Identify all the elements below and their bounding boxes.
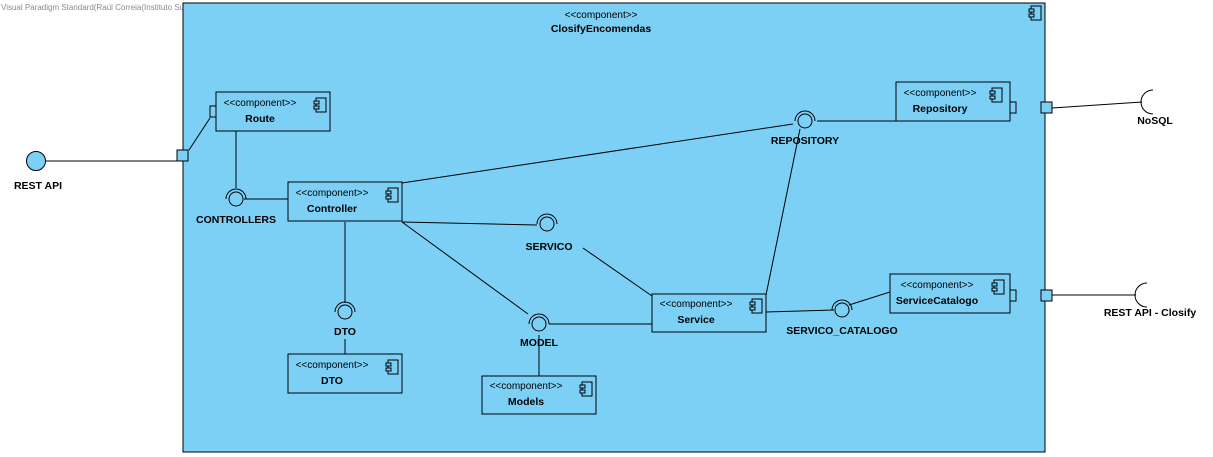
component-icon — [989, 87, 1003, 103]
rest-api-closify-label: REST API - Closify — [1104, 307, 1197, 319]
component-icon — [313, 97, 327, 113]
controller-name: Controller — [307, 203, 357, 215]
nosql-interface[interactable]: NoSQL — [1137, 89, 1173, 127]
model-interface[interactable]: MODEL — [520, 313, 559, 349]
component-icon — [579, 381, 593, 397]
models-name: Models — [508, 396, 544, 408]
servico-catalogo-label: SERVICO_CATALOGO — [786, 325, 897, 337]
repository-interface-label: REPOSITORY — [771, 135, 839, 147]
route-stereotype: <<component>> — [224, 98, 297, 109]
dto-component[interactable]: <<component>> DTO — [287, 353, 403, 394]
controllers-interface[interactable]: CONTROLLERS — [196, 188, 276, 226]
rest-api-interface[interactable]: REST API — [14, 151, 62, 193]
repository-stereotype: <<component>> — [904, 88, 977, 99]
dto-stereotype: <<component>> — [296, 360, 369, 371]
servico-interface[interactable]: SERVICO — [525, 213, 573, 253]
container-name: ClosifyEncomendas — [551, 23, 652, 35]
controller-stereotype: <<component>> — [296, 188, 369, 199]
component-icon — [1028, 5, 1042, 21]
container-stereotype: <<component>> — [565, 10, 638, 21]
container-port-right-top — [1040, 101, 1053, 114]
service-component[interactable]: <<component>> Service — [651, 293, 767, 333]
route-component[interactable]: <<component>> Route — [215, 91, 331, 132]
servico-label: SERVICO — [525, 241, 572, 253]
component-icon — [385, 187, 399, 203]
service-catalogo-component[interactable]: <<component>> ServiceCatalogo — [889, 273, 1011, 314]
service-stereotype: <<component>> — [660, 299, 733, 310]
connectors — [46, 101, 1143, 376]
model-label: MODEL — [520, 337, 559, 349]
service-catalogo-name: ServiceCatalogo — [896, 295, 978, 307]
dto-name: DTO — [321, 375, 343, 387]
servico-catalogo-interface[interactable]: SERVICO_CATALOGO — [786, 299, 898, 337]
container-port-right-bottom — [1040, 289, 1053, 302]
service-catalogo-stereotype: <<component>> — [901, 280, 974, 291]
component-icon — [749, 298, 763, 314]
repository-name: Repository — [913, 103, 968, 115]
watermark: Visual Paradigm Standard(Raúl Correia(In… — [1, 3, 297, 12]
nosql-label: NoSQL — [1137, 115, 1173, 127]
service-name: Service — [677, 314, 715, 326]
dto-interface[interactable]: DTO — [334, 301, 356, 338]
models-stereotype: <<component>> — [490, 381, 563, 392]
models-component[interactable]: <<component>> Models — [481, 375, 597, 415]
route-name: Route — [245, 113, 275, 125]
repository-interface[interactable]: REPOSITORY — [771, 110, 839, 147]
component-icon — [385, 359, 399, 375]
rest-api-label: REST API — [14, 180, 62, 192]
rest-api-closify-interface[interactable]: REST API - Closify — [1104, 282, 1197, 319]
controller-component[interactable]: <<component>> Controller — [287, 181, 403, 222]
component-icon — [991, 279, 1005, 295]
container-port-left — [176, 149, 189, 162]
repository-component[interactable]: <<component>> Repository — [895, 81, 1011, 122]
dto-interface-label: DTO — [334, 326, 356, 338]
controllers-label: CONTROLLERS — [196, 214, 276, 226]
